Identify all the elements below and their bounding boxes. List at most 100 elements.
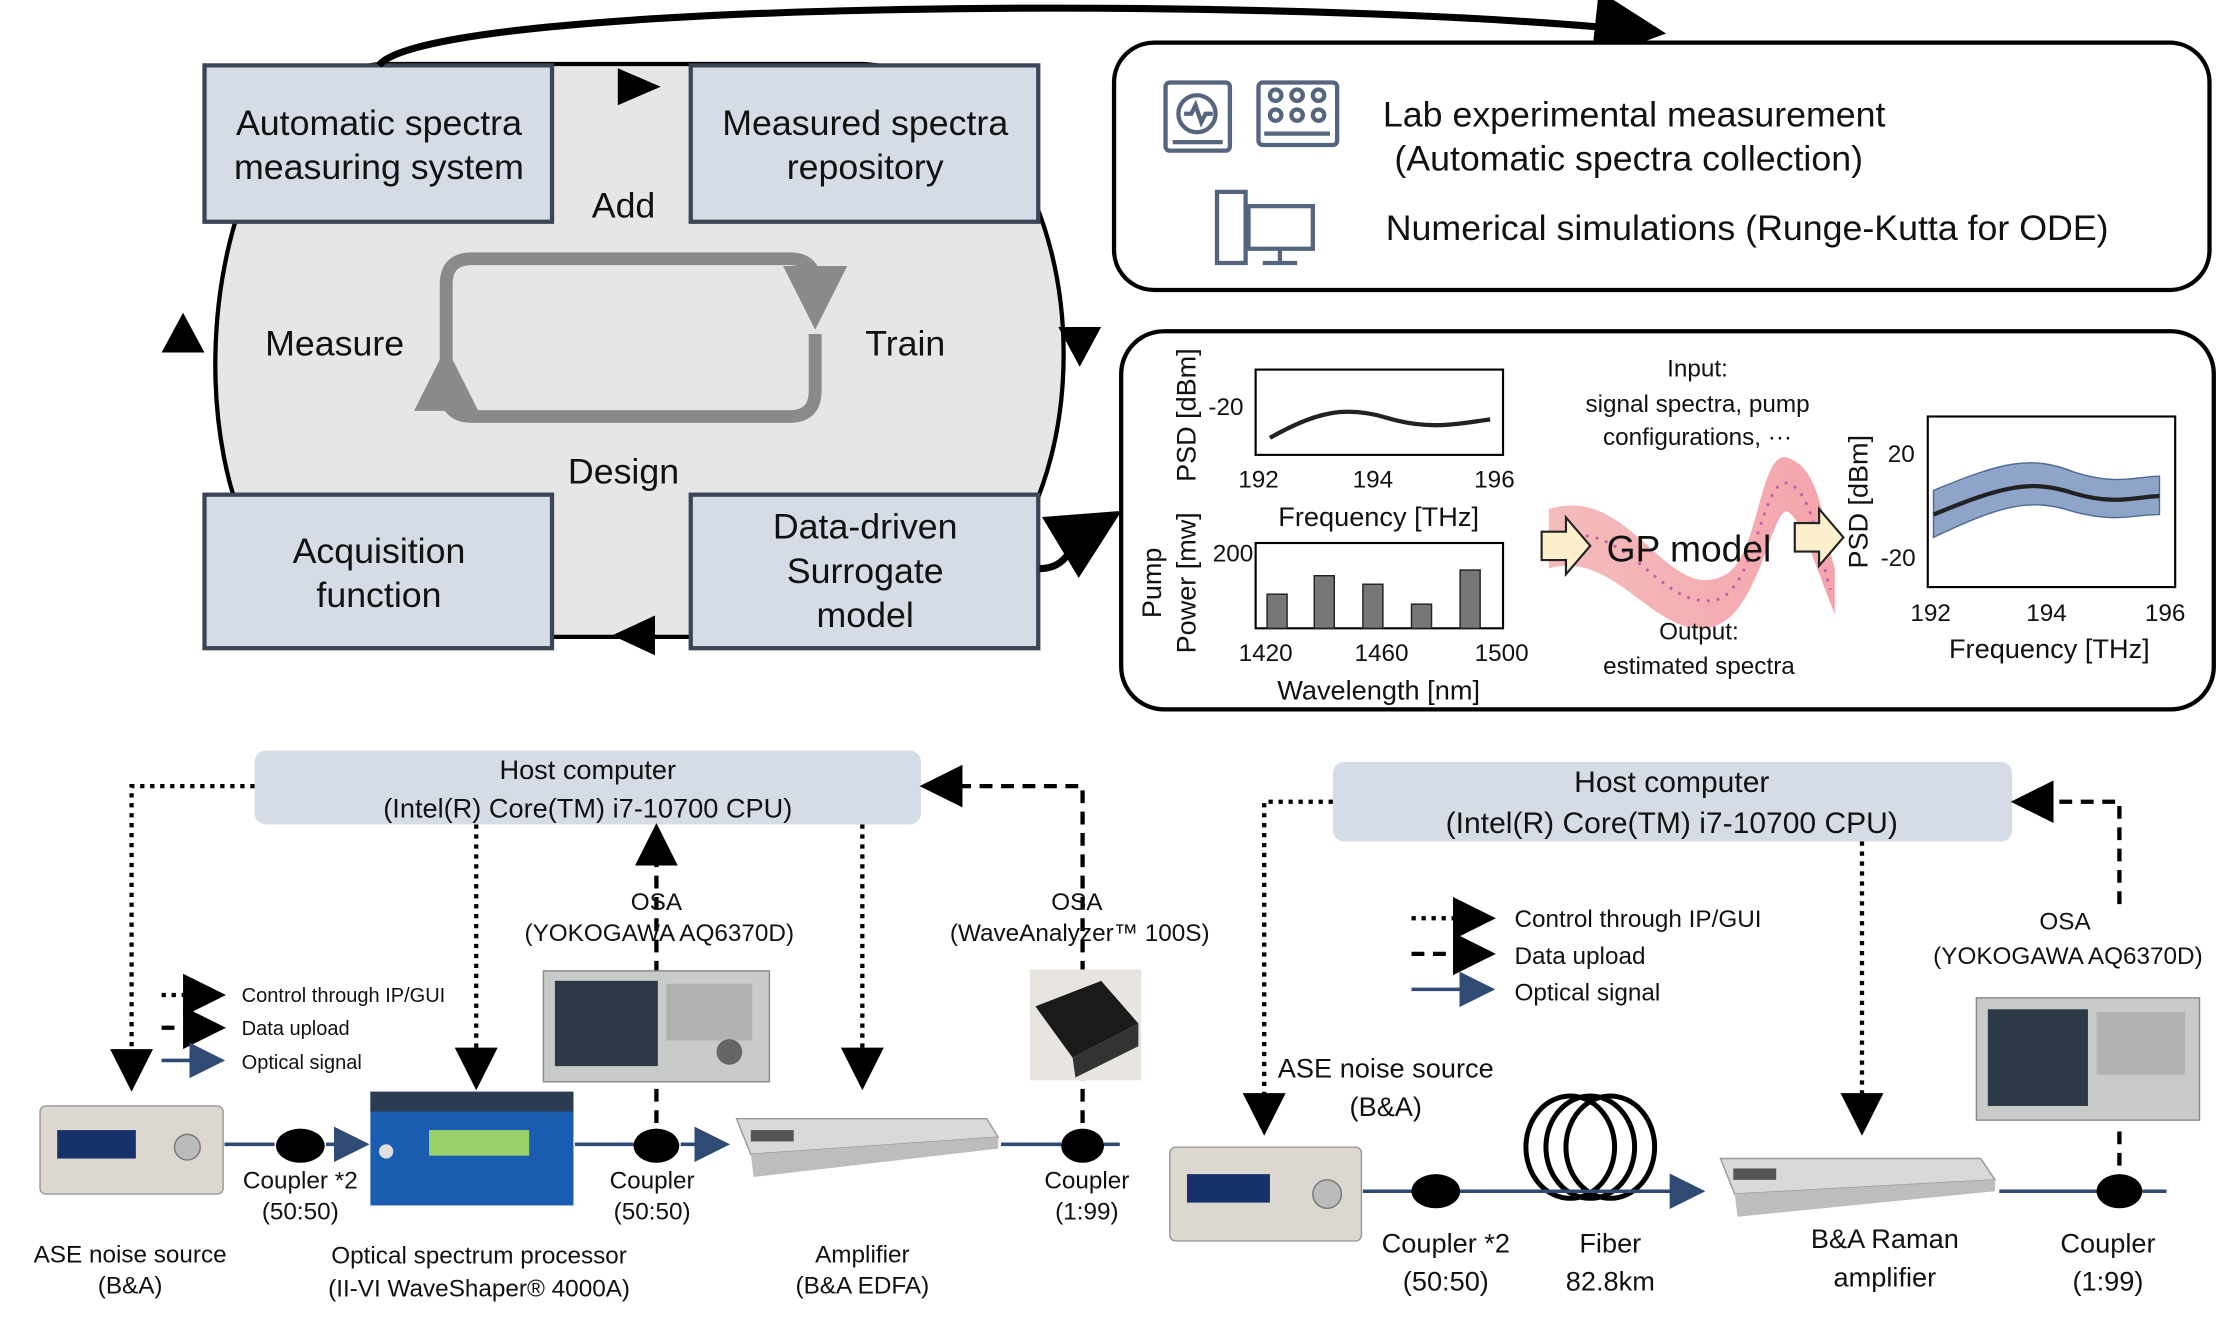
plot2-xtick-1: 1420 (1239, 640, 1293, 667)
label-add: Add (592, 186, 656, 226)
box-surrogate (688, 492, 1041, 651)
ase-device-right (1169, 1146, 1363, 1242)
cycle-arrow-bottom (612, 615, 655, 656)
plot1-xtick-1: 192 (1238, 467, 1279, 494)
plot3-xtick-3: 196 (2145, 600, 2186, 627)
coupler-right-1-label: Coupler *2(50:50) (1382, 1227, 1510, 1296)
inner-loop-arrow-lower (414, 334, 822, 423)
processor-device (370, 1091, 574, 1206)
box-measuring-system-line1: Automatic spectra (236, 103, 522, 143)
arrow-to-gp-panel (1039, 510, 1122, 578)
coupler3-marker (1061, 1128, 1105, 1163)
coupler1-marker (276, 1128, 325, 1163)
plot3-ylabel: PSD [dBm] (1843, 435, 1874, 569)
plot-input-psd-line (1268, 409, 1491, 440)
plot1-ytick: -20 (1208, 394, 1243, 421)
ctrl-line-ase (110, 783, 255, 1092)
plot2-xtick-3: 1500 (1475, 640, 1529, 667)
plot1-xtick-2: 194 (1353, 467, 1394, 494)
pump-bar-4 (1410, 603, 1433, 630)
legend-left-control: Control through IP/GUI (242, 985, 446, 1007)
ase-right-label: ASE noise source(B&A) (1278, 1053, 1494, 1122)
pump-bar-5 (1459, 569, 1481, 630)
cycle-arrow-right (1058, 326, 1102, 367)
host-box-left (254, 750, 921, 825)
plot2-ylabel-1: Pump (1136, 548, 1167, 619)
plot3-ytick-1: 20 (1888, 441, 1915, 468)
box-repository (688, 63, 1041, 224)
gp-confidence-band (1548, 457, 1835, 629)
plot-pump-power: 200 1420 1460 1500 Wavelength [nm] Pump … (1136, 512, 1528, 705)
plot2-xlabel: Wavelength [nm] (1277, 674, 1480, 705)
ase-left-label: ASE noise source(B&A) (34, 1241, 227, 1299)
setup-right: Host computer(Intel(R) Core(TM) i7-10700… (1169, 761, 2203, 1297)
gp-output-arrow (1793, 505, 1845, 569)
osa1-label: OSA(YOKOGAWA AQ6370D) (525, 889, 795, 947)
gp-mean-line (1555, 481, 1832, 603)
lab-text: Lab experimental measurement(Automatic s… (1383, 95, 1886, 179)
plot1-xlabel: Frequency [THz] (1278, 501, 1479, 532)
coupler2-label: Coupler(50:50) (610, 1167, 695, 1225)
legend-right-control: Control through IP/GUI (1514, 906, 1761, 933)
osa-right-device (1975, 997, 2201, 1121)
plot1-xtick-3: 196 (1474, 467, 1515, 494)
sim-text: Numerical simulations (Runge-Kutta for O… (1386, 208, 2109, 248)
ctrl-line-ase-right (1242, 799, 1333, 1136)
plot3-xlabel: Frequency [THz] (1949, 633, 2150, 664)
box-surrogate-line2: Surrogate (787, 551, 944, 591)
coupler2-marker (633, 1128, 680, 1163)
osa2-device (1029, 969, 1142, 1081)
legend-right-data: Data upload (1514, 943, 1645, 970)
osa-right-label: OSA(YOKOGAWA AQ6370D) (1933, 909, 2203, 970)
label-design: Design (568, 451, 679, 491)
pump-bar-3 (1362, 583, 1384, 630)
arrow-to-data-sources (376, 0, 1667, 68)
legend-right-optical: Optical signal (1514, 980, 1660, 1007)
osa2-label: OSA(WaveAnalyzer™ 100S) (950, 889, 1210, 947)
estimated-mean (1932, 484, 2160, 517)
plot3-xtick-1: 192 (1910, 600, 1951, 627)
raman-device (1719, 1157, 1997, 1217)
label-measure: Measure (265, 323, 404, 363)
host-right-text: Host computer(Intel(R) Core(TM) i7-10700… (1446, 766, 1898, 840)
data-sources-border (1111, 40, 2212, 293)
data-line-osa-right (2010, 780, 2122, 905)
plot2-xtick-2: 1460 (1354, 640, 1408, 667)
plot3-ytick-2: -20 (1881, 545, 1916, 572)
legend-left-data: Data upload (242, 1018, 350, 1040)
coupler3-label: Coupler(1:99) (1044, 1167, 1129, 1225)
amplifier-device (735, 1118, 1000, 1178)
ase-device-left (39, 1105, 224, 1195)
instrument-icon (1163, 80, 1233, 153)
plot2-ytick: 200 (1213, 541, 1254, 568)
box-acquisition-line1: Acquisition (293, 531, 466, 571)
data-sources-panel: Lab experimental measurement(Automatic s… (1111, 40, 2212, 293)
gp-model-label: GP model (1607, 528, 1772, 570)
output-text: Output:estimated spectra (1603, 619, 1795, 680)
host-left-text: Host computer(Intel(R) Core(TM) i7-10700… (383, 754, 792, 823)
box-measuring-system-line2: measuring system (234, 147, 524, 187)
amplifier-label: Amplifier(B&A EDFA) (796, 1241, 930, 1299)
cycle-arrow-left (161, 312, 205, 353)
box-repository-line2: repository (787, 147, 944, 187)
coupler1-label: Coupler *2(50:50) (243, 1167, 358, 1225)
setup-left: Host computer(Intel(R) Core(TM) i7-10700… (34, 750, 1210, 1303)
data-line-osa2 (919, 764, 1085, 1145)
box-acquisition-line2: function (316, 575, 441, 615)
plot1-ylabel: PSD [dBm] (1170, 348, 1201, 482)
osa1-device (542, 970, 771, 1083)
processor-label: Optical spectrum processor(II-VI WaveSha… (328, 1243, 630, 1303)
plot2-ylabel-2: Power [mw] (1170, 512, 1201, 653)
legend-left-optical: Optical signal (242, 1052, 362, 1074)
label-train: Train (865, 323, 945, 363)
box-surrogate-line1: Data-driven (773, 507, 958, 547)
